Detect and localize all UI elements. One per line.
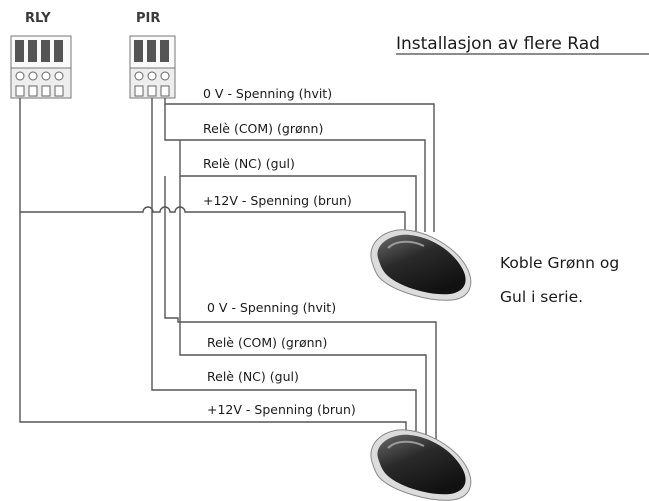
rly-terminal-label: RLY [25, 11, 51, 26]
s2-wire-label-green: Relè (COM) (grønn) [207, 335, 327, 350]
wire-s1-white [164, 98, 435, 232]
pir-terminal-block [129, 35, 176, 99]
s2-wire-label-yellow: Relè (NC) (gul) [207, 369, 299, 384]
pir-terminal-label: PIR [136, 11, 160, 26]
wire-s1-green [164, 104, 426, 232]
pir-sensor-1 [370, 229, 472, 301]
diagram-title: Installasjon av flere Rad [396, 34, 600, 54]
wire-s1-yellow [179, 140, 417, 232]
s1-wire-label-white: 0 V - Spenning (hvit) [203, 86, 332, 101]
s1-wire-label-brown: +12V - Spenning (brun) [203, 193, 352, 208]
pir-sensor-2 [370, 429, 472, 501]
s2-wire-label-brown: +12V - Spenning (brun) [207, 402, 356, 417]
wire-s2-yellow [151, 98, 417, 440]
s1-wire-label-green: Relè (COM) (grønn) [203, 121, 323, 136]
rly-terminal-block [10, 35, 72, 99]
series-note-line-1: Koble Grønn og [500, 254, 619, 272]
wires [19, 98, 437, 440]
wire-s2-white [164, 176, 437, 440]
s2-wire-label-white: 0 V - Spenning (hvit) [207, 300, 336, 315]
s1-wire-label-yellow: Relè (NC) (gul) [203, 156, 295, 171]
series-note-line-2: Gul i serie. [500, 288, 583, 306]
wire-s2-green [179, 176, 427, 440]
